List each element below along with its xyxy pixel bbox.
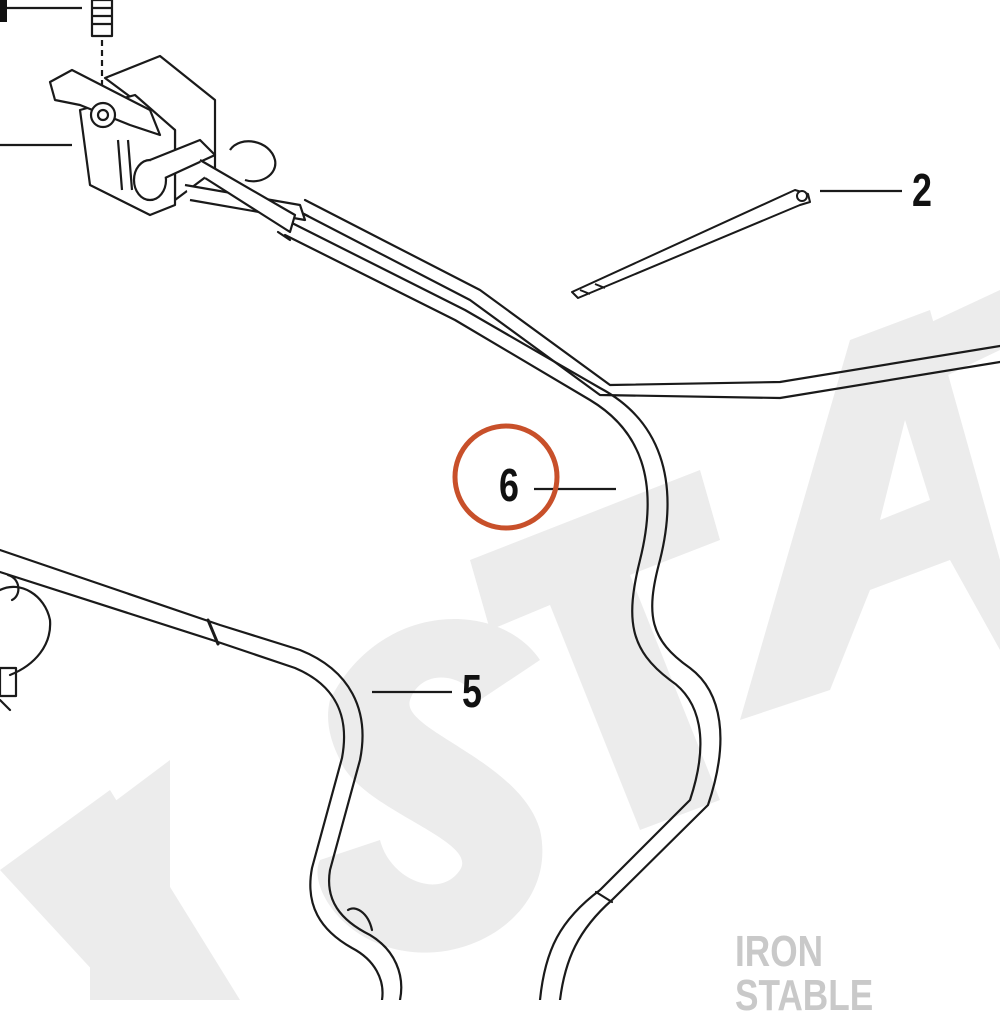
highlight-ring <box>452 423 560 531</box>
brand-watermark-text: IRON STABLE <box>735 927 874 1020</box>
callout-6[interactable]: 6 <box>499 459 519 511</box>
callout-2[interactable]: 2 <box>912 164 932 216</box>
leader-lines <box>0 6 902 694</box>
partial-callout-mark <box>0 0 7 22</box>
hose-5 <box>0 548 403 1000</box>
valve-block <box>48 0 307 234</box>
callout-5[interactable]: 5 <box>462 665 482 717</box>
watermark-graphic <box>0 290 1000 1000</box>
cable-tie-2 <box>571 189 811 299</box>
